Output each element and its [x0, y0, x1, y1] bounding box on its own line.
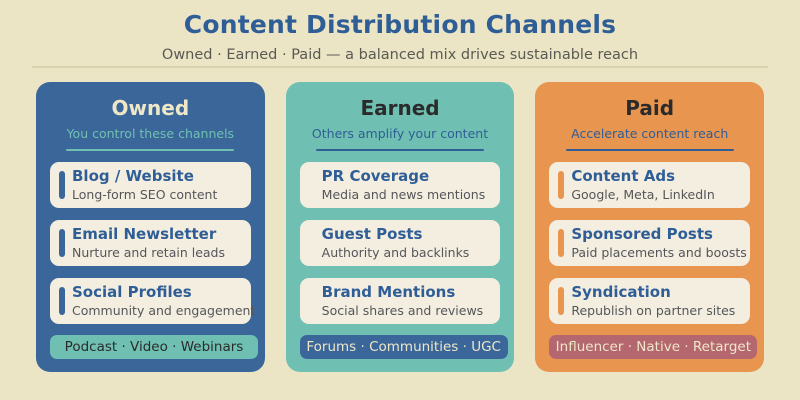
column-footer-pill-earned[interactable]: Forums · Communities · UGC	[299, 335, 508, 359]
column-footer-pill-paid[interactable]: Influencer · Native · Retarget	[549, 335, 758, 359]
column-subtitle-owned: You control these channels	[66, 126, 235, 141]
channel-item-title: PR Coverage	[321, 167, 430, 185]
channel-item-description: Long-form SEO content	[72, 187, 218, 202]
column-underline-paid	[565, 149, 734, 151]
page-title: Content Distribution Channels	[183, 10, 617, 39]
channel-item-title: Content Ads	[571, 167, 676, 185]
column-title-owned: Owned	[111, 96, 190, 120]
header-divider	[32, 66, 768, 68]
accent-bar-icon	[59, 287, 65, 315]
channel-item-description: Media and news mentions	[321, 187, 486, 202]
column-title-earned: Earned	[360, 96, 440, 120]
channel-item-description: Community and engagement	[72, 303, 256, 318]
accent-bar-icon	[558, 171, 565, 199]
column-underline-owned	[66, 149, 235, 151]
channel-item-title: Syndication	[571, 283, 671, 301]
channel-item-title: Email Newsletter	[72, 225, 217, 243]
column-footer-pill-owned[interactable]: Podcast · Video · Webinars	[50, 335, 258, 359]
accent-bar-icon	[308, 287, 315, 315]
accent-bar-icon	[59, 229, 65, 257]
channel-item-title: Blog / Website	[72, 167, 194, 185]
column-subtitle-paid: Accelerate content reach	[571, 126, 729, 141]
channel-item-description: Google, Meta, LinkedIn	[571, 187, 715, 202]
channel-item-description: Republish on partner sites	[571, 303, 736, 318]
accent-bar-icon	[308, 229, 315, 257]
channel-item-title: Social Profiles	[72, 283, 192, 301]
column-title-paid: Paid	[625, 96, 675, 120]
channel-item-description: Nurture and retain leads	[72, 245, 226, 260]
channel-item-title: Sponsored Posts	[571, 225, 713, 243]
accent-bar-icon	[59, 171, 65, 199]
header: Content Distribution Channels Owned · Ea…	[0, 10, 800, 65]
channel-item-title: Guest Posts	[321, 225, 423, 243]
channel-item-description: Paid placements and boosts	[571, 245, 747, 260]
channel-item-description: Authority and backlinks	[321, 245, 470, 260]
channel-item-description: Social shares and reviews	[321, 303, 484, 318]
page-subtitle: Owned · Earned · Paid — a balanced mix d…	[161, 47, 639, 63]
column-subtitle-earned: Others amplify your content	[311, 126, 489, 141]
accent-bar-icon	[308, 171, 315, 199]
accent-bar-icon	[558, 287, 565, 315]
channel-item-title: Brand Mentions	[321, 283, 456, 301]
column-underline-earned	[316, 149, 484, 151]
accent-bar-icon	[558, 229, 565, 257]
